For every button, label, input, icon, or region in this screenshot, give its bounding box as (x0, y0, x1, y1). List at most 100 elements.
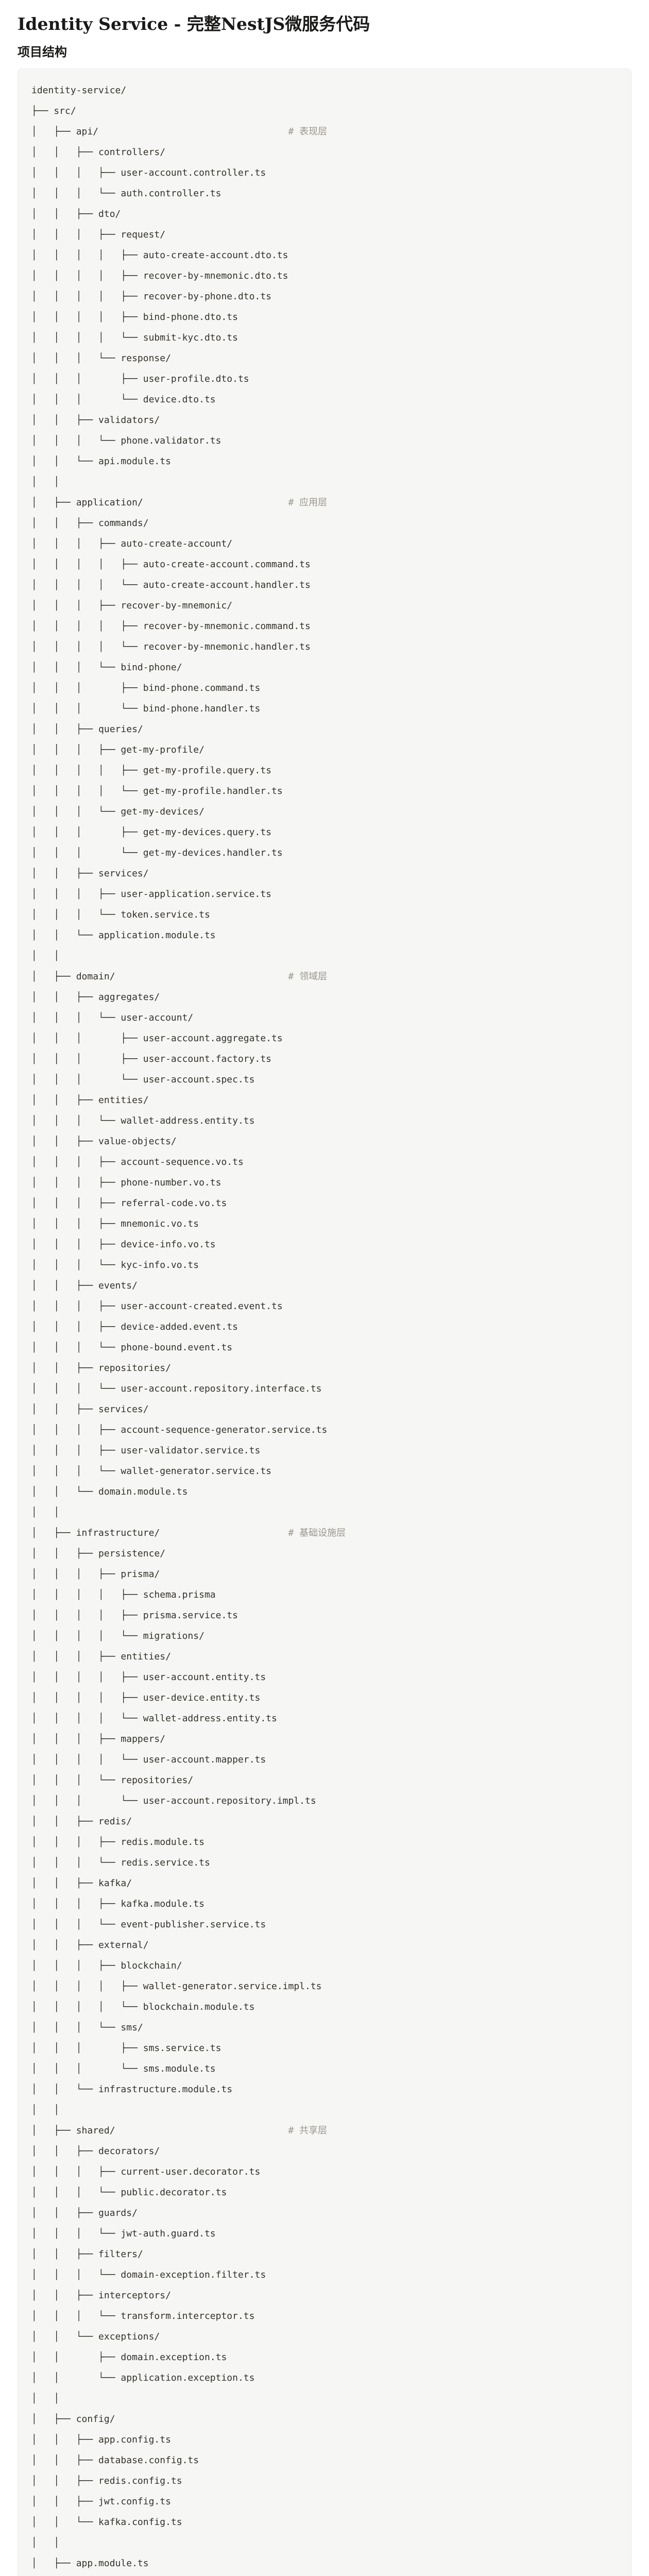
tree-line: │ │ │ └── user-account/ (31, 1012, 194, 1024)
tree-line: │ │ │ └── repositories/ (31, 1775, 194, 1786)
tree-line: │ │ ├── dto/ (31, 209, 121, 220)
tree-line: │ │ ├── services/ (31, 868, 149, 879)
tree-line: │ │ │ └── get-my-devices/ (31, 806, 204, 818)
tree-line: │ │ ├── guards/ (31, 2208, 138, 2219)
section-heading-project-structure: 项目结构 (18, 44, 67, 59)
tree-line: │ │ │ └── public.decorator.ts (31, 2187, 227, 2198)
code-comment: # 基础设施层 (288, 1528, 346, 1539)
tree-line: │ │ │ └── user-account.spec.ts (31, 1074, 255, 1086)
tree-line: │ │ │ ├── recover-by-mnemonic/ (31, 600, 233, 612)
tree-line: │ │ │ └── device.dto.ts (31, 394, 216, 405)
tree-line: │ │ ├── services/ (31, 1404, 149, 1415)
tree-line: │ │ └── domain.module.ts (31, 1486, 188, 1498)
tree-line: │ │ ├── value-objects/ (31, 1136, 177, 1147)
tree-line: │ │ (31, 951, 60, 962)
tree-line-path: │ ├── application/ (31, 497, 288, 509)
tree-line: │ ├── shared/ # 共享层 (31, 2121, 618, 2141)
tree-line: │ │ │ └── bind-phone.handler.ts (31, 703, 261, 715)
tree-line: │ │ │ │ ├── auto-create-account.dto.ts (31, 250, 288, 261)
tree-line: │ │ │ └── token.service.ts (31, 909, 210, 921)
page-title: Identity Service - 完整NestJS微服务代码 (18, 14, 370, 34)
tree-line: │ │ │ ├── device-info.vo.ts (31, 1239, 216, 1250)
tree-line: │ │ │ ├── redis.module.ts (31, 1837, 204, 1848)
tree-line: │ │ ├── domain.exception.ts (31, 2352, 227, 2363)
tree-line: │ ├── app.module.ts (31, 2558, 149, 2569)
tree-line: │ │ │ │ └── recover-by-mnemonic.handler.… (31, 641, 311, 653)
tree-line: │ │ ├── events/ (31, 1280, 138, 1292)
tree-line: │ │ │ │ ├── recover-by-phone.dto.ts (31, 291, 271, 302)
tree-line: │ │ │ └── kyc-info.vo.ts (31, 1260, 199, 1271)
tree-line: │ │ │ ├── user-account-created.event.ts (31, 1301, 283, 1312)
tree-line: │ │ │ │ ├── get-my-profile.query.ts (31, 765, 271, 776)
code-block: identity-service/├── src/│ ├── api/ # 表现… (18, 69, 631, 2576)
code-comment: # 领域层 (288, 971, 328, 982)
tree-line-path: │ ├── shared/ (31, 2125, 288, 2137)
tree-line: │ │ ├── decorators/ (31, 2146, 160, 2157)
tree-line: │ │ ├── redis.config.ts (31, 2476, 182, 2487)
tree-line: │ ├── config/ (31, 2414, 115, 2425)
tree-line: │ │ ├── database.config.ts (31, 2455, 199, 2466)
tree-line: │ │ │ ├── mappers/ (31, 1734, 166, 1745)
document: Identity Service - 完整NestJS微服务代码 项目结构 id… (18, 13, 631, 2576)
tree-line: │ │ │ ├── mnemonic.vo.ts (31, 1218, 199, 1230)
tree-line: │ │ │ │ ├── prisma.service.ts (31, 1610, 238, 1621)
tree-line: │ │ ├── kafka/ (31, 1878, 132, 1889)
tree-line: │ │ ├── controllers/ (31, 147, 166, 158)
tree-line: │ │ │ │ └── wallet-address.entity.ts (31, 1713, 277, 1724)
code-comment: # 共享层 (288, 2125, 328, 2137)
tree-line: │ │ │ ├── account-sequence-generator.ser… (31, 1425, 328, 1436)
tree-line: │ │ │ │ ├── user-account.entity.ts (31, 1672, 266, 1683)
tree-line: identity-service/ (31, 85, 127, 96)
tree-line: │ │ │ └── jwt-auth.guard.ts (31, 2228, 216, 2240)
tree-line: │ │ └── application.exception.ts (31, 2372, 255, 2384)
tree-line: │ │ │ ├── prisma/ (31, 1569, 160, 1580)
tree-line: │ │ │ │ ├── bind-phone.dto.ts (31, 312, 238, 323)
tree-line: │ │ │ └── sms.module.ts (31, 2063, 216, 2075)
tree-line: │ │ │ └── get-my-devices.handler.ts (31, 848, 283, 859)
tree-line: │ │ │ ├── referral-code.vo.ts (31, 1198, 227, 1209)
tree-line: │ │ │ ├── user-validator.service.ts (31, 1445, 261, 1456)
tree-line: ├── src/ (31, 106, 76, 117)
tree-line: │ │ ├── filters/ (31, 2249, 143, 2260)
tree-line: │ │ │ └── wallet-address.entity.ts (31, 1115, 255, 1127)
tree-line: │ │ │ ├── get-my-devices.query.ts (31, 827, 271, 838)
tree-line-path: │ ├── infrastructure/ (31, 1528, 288, 1539)
tree-line: │ │ │ ├── phone-number.vo.ts (31, 1177, 221, 1189)
tree-line: │ │ │ ├── sms.service.ts (31, 2043, 221, 2054)
tree-line: │ ├── domain/ # 领域层 (31, 967, 618, 987)
tree-line: │ │ │ ├── account-sequence.vo.ts (31, 1157, 244, 1168)
tree-line: │ │ ├── interceptors/ (31, 2290, 171, 2301)
tree-line: │ │ │ └── bind-phone/ (31, 662, 182, 673)
tree-line: │ │ │ └── response/ (31, 353, 171, 364)
tree-line: │ │ │ │ ├── user-device.entity.ts (31, 1692, 261, 1704)
tree-line: │ │ │ │ ├── auto-create-account.command.… (31, 559, 311, 570)
code-comment: # 表现层 (288, 126, 328, 138)
tree-line: │ │ └── infrastructure.module.ts (31, 2084, 233, 2095)
tree-line: │ │ │ └── transform.interceptor.ts (31, 2311, 255, 2322)
tree-line: │ │ │ ├── user-account.controller.ts (31, 167, 266, 179)
tree-line: │ │ │ ├── user-account.factory.ts (31, 1054, 271, 1065)
tree-line: │ │ ├── app.config.ts (31, 2434, 171, 2446)
tree-line: │ │ │ │ ├── wallet-generator.service.imp… (31, 1981, 322, 1992)
tree-line: │ │ │ │ └── get-my-profile.handler.ts (31, 786, 283, 797)
tree-line: │ │ (31, 1507, 60, 1518)
code-comment: # 应用层 (288, 497, 328, 509)
tree-line: │ │ │ └── auth.controller.ts (31, 188, 221, 199)
tree-line: │ │ │ ├── user-account.aggregate.ts (31, 1033, 283, 1044)
tree-line: │ │ │ ├── current-user.decorator.ts (31, 2166, 261, 2178)
tree-line: │ │ │ └── domain-exception.filter.ts (31, 2269, 266, 2281)
tree-line: │ │ │ ├── get-my-profile/ (31, 744, 204, 756)
tree-line: │ │ │ │ ├── recover-by-mnemonic.dto.ts (31, 270, 288, 282)
tree-line: │ │ │ └── user-account.repository.impl.t… (31, 1795, 316, 1807)
tree-line: │ │ ├── entities/ (31, 1095, 149, 1106)
tree-line: │ │ │ └── wallet-generator.service.ts (31, 1466, 271, 1477)
tree-line: │ │ │ │ ├── recover-by-mnemonic.command.… (31, 621, 311, 632)
tree-line-path: │ ├── domain/ (31, 971, 288, 982)
tree-line: │ │ (31, 2537, 60, 2549)
tree-line: │ │ └── exceptions/ (31, 2331, 160, 2343)
tree-line: │ │ ├── queries/ (31, 724, 143, 735)
tree-line: │ │ └── application.module.ts (31, 930, 216, 941)
tree-line: │ │ │ └── user-account.repository.interf… (31, 1383, 322, 1395)
tree-line: │ │ │ ├── user-profile.dto.ts (31, 374, 249, 385)
tree-line: │ │ │ ├── kafka.module.ts (31, 1899, 204, 1910)
